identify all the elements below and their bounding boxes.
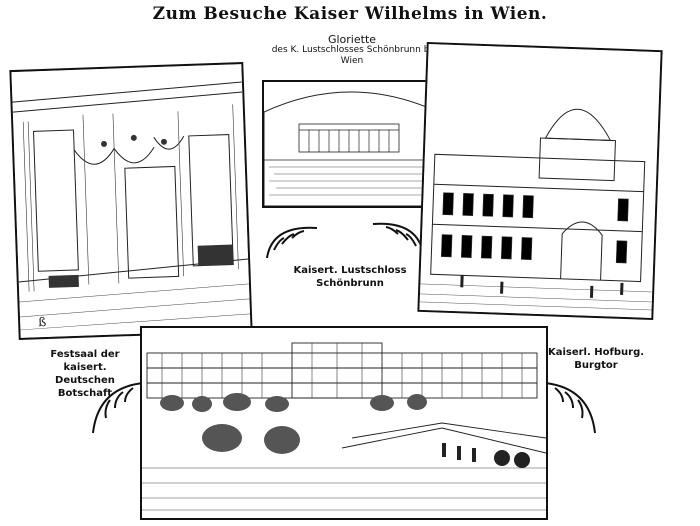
gloriette-drawing	[264, 91, 438, 206]
gloriette-caption-line1: Gloriette	[327, 33, 377, 46]
gloriette-caption-line2: des K. Lustschlosses Schönbrunn b. Wien	[271, 45, 433, 66]
hofburg-caption: Kaiserl. Hofburg. Burgtor	[536, 346, 656, 372]
hofburg-caption-line2: Burgtor	[574, 360, 618, 371]
hofburg-drawing	[419, 44, 661, 318]
flourish-ornament	[544, 382, 596, 434]
schoenbrunn-caption-line1: Kaisert. Lustschloss	[293, 265, 407, 276]
schoenbrunn-caption-line2: Schönbrunn	[316, 278, 384, 289]
flourish-ornament	[266, 226, 318, 259]
flourish-ornament	[92, 382, 144, 434]
festsaal-illustration: ß	[9, 61, 253, 341]
svg-text:ß: ß	[38, 315, 46, 329]
hofburg-caption-line1: Kaiserl. Hofburg.	[547, 347, 645, 358]
page-title: Zum Besuche Kaiser Wilhelms in Wien.	[152, 4, 548, 24]
hofburg-illustration	[417, 41, 663, 321]
festsaal-caption-line2: Deutschen Botschaft	[55, 375, 115, 399]
festsaal-drawing: ß	[11, 64, 251, 338]
schoenbrunn-illustration	[140, 326, 548, 520]
schoenbrunn-drawing	[142, 328, 546, 518]
gloriette-caption: Gloriette des K. Lustschlosses Schönbrun…	[262, 34, 442, 67]
gloriette-illustration	[262, 80, 440, 208]
festsaal-caption: Festsaal der kaisert. Deutschen Botschaf…	[30, 348, 140, 400]
schoenbrunn-caption: Kaisert. Lustschloss Schönbrunn	[270, 264, 430, 290]
festsaal-caption-line1: Festsaal der kaisert.	[50, 349, 120, 373]
